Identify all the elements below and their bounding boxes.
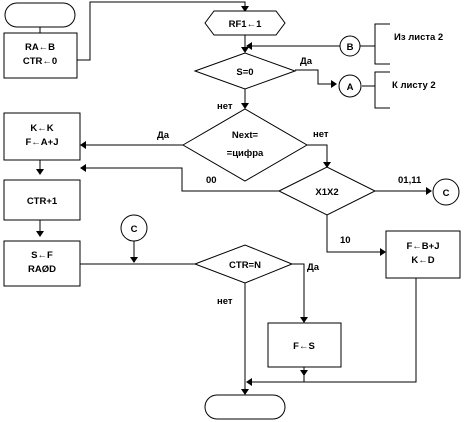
label-next-yes: Да: [157, 130, 170, 141]
decision-next-line2: =цифра: [227, 148, 264, 159]
block-k-f-line1: K←K: [30, 123, 53, 134]
arrow-into-a: [331, 80, 337, 88]
line-x1x2-00-back: [83, 167, 282, 192]
label-ctrn-yes: Да: [307, 262, 320, 273]
arrowheads: [36, 6, 432, 395]
block-ra-ctr: [3, 32, 78, 79]
line-ra-to-rf1: [77, 1, 246, 61]
start-terminator: [4, 2, 76, 28]
connector-b: [339, 35, 361, 57]
connector-b-label: B: [347, 42, 354, 53]
arrow-into-fb: [380, 248, 386, 256]
decision-ctr-n-text: CTR=N: [229, 260, 261, 271]
label-next-no: нет: [313, 129, 329, 140]
connector-c-right-label: C: [443, 188, 450, 199]
flowlines: [39, 1, 431, 394]
connector-c-left: [120, 214, 148, 242]
label-s0-no: нет: [217, 101, 233, 112]
line-s0-yes-to-a: [295, 69, 336, 85]
arrow-00-loop: [80, 164, 86, 172]
connector-a: [338, 74, 362, 98]
decision-next-digit: [182, 108, 308, 182]
arrow-c-down: [130, 257, 138, 263]
arrow-into-c-right: [426, 187, 432, 195]
connector-c-left-label: C: [131, 224, 138, 235]
line-x1x2-10-to-fb: [326, 215, 385, 253]
block-rf1-preparation: [204, 10, 286, 36]
line-next-no-to-x1x2: [307, 144, 328, 167]
decision-x1x2: [277, 166, 377, 216]
arrow-into-rf1: [241, 6, 249, 12]
decision-s0: [193, 52, 297, 90]
arrow-merge-left: [246, 378, 252, 386]
comment-to-sheet2: К листу 2: [392, 80, 436, 91]
arrow-into-ctr: [36, 169, 44, 175]
arrow-fs-to-merge: [300, 370, 308, 376]
line-ctrn-yes-to-fs: [292, 263, 305, 322]
block-fb-kd: [385, 230, 461, 279]
block-s-ra: [3, 240, 81, 287]
block-s-ra-line2: RAØD: [28, 264, 56, 275]
block-rf1-text: RF1←1: [229, 19, 262, 30]
label-s0-yes: Да: [300, 56, 313, 67]
arrow-into-sra: [36, 231, 44, 237]
label-x1x2-00: 00: [206, 175, 217, 186]
block-ctr-increment: [3, 179, 81, 221]
arrow-into-fs: [300, 317, 308, 323]
arrow-into-next: [241, 103, 249, 109]
block-ctr-increment-text: CTR+1: [27, 196, 58, 207]
decision-next-line1: Next=: [232, 130, 259, 141]
label-x1x2-0111: 01,11: [398, 175, 422, 186]
block-fs-text: F←S: [293, 341, 315, 352]
block-s-ra-line1: S←F: [31, 250, 53, 261]
arrow-into-kf: [80, 141, 86, 149]
decision-s0-text: S=0: [236, 67, 253, 78]
arrow-b-into-main: [246, 42, 252, 50]
block-fb-kd-line1: F←B+J: [407, 241, 440, 252]
arrow-into-end: [241, 389, 249, 395]
block-ra-ctr-line2: CTR←0: [23, 56, 57, 67]
block-ra-ctr-line1: RA←B: [25, 42, 55, 53]
connector-a-label: A: [347, 82, 354, 93]
block-fb-kd-line2: K←D: [411, 255, 434, 266]
decision-x1x2-text: X1X2: [315, 187, 338, 198]
label-ctrn-no: нет: [217, 296, 233, 307]
label-x1x2-10: 10: [340, 235, 351, 246]
comment-from-sheet2: Из листа 2: [394, 32, 443, 43]
connector-c-right: [432, 178, 460, 206]
arrow-into-s0: [241, 47, 249, 53]
comment-bracket-to-sheet2: [374, 71, 390, 109]
block-k-f-line2: F←A+J: [26, 137, 59, 148]
arrow-into-x1x2: [323, 162, 331, 168]
block-fs: [267, 322, 342, 368]
block-k-f: [3, 112, 81, 161]
line-fb-to-merge: [247, 278, 417, 383]
decision-ctr-n: [193, 244, 294, 284]
end-terminator: [204, 394, 286, 420]
comment-bracket-from-sheet2: [374, 23, 390, 65]
